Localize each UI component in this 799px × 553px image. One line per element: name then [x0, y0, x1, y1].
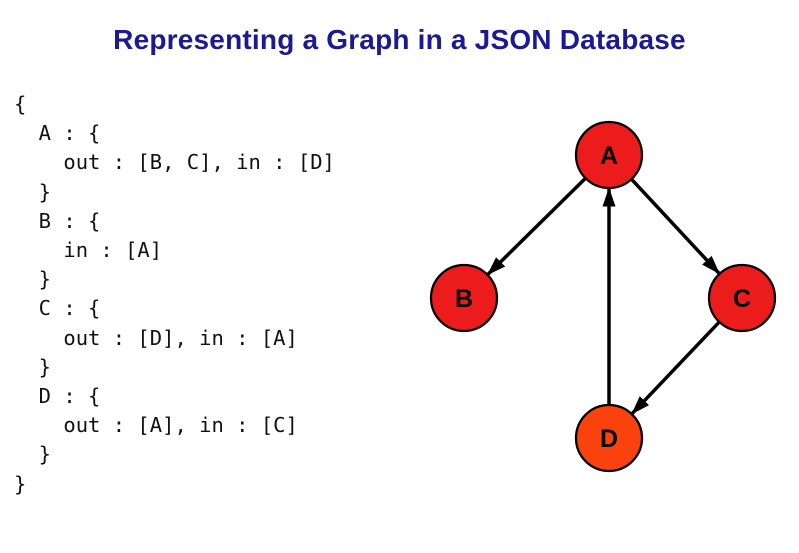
graph-node-A: A	[574, 120, 644, 190]
node-label-C: C	[733, 285, 751, 313]
node-label-B: B	[455, 285, 473, 313]
node-circle-D	[574, 403, 644, 473]
json-code-block: { A : { out : [B, C], in : [D] } B : { i…	[14, 92, 335, 496]
graph-node-C: C	[707, 263, 777, 333]
node-circle-B	[429, 263, 499, 333]
edge-A-to-B	[486, 176, 587, 277]
node-label-D: D	[600, 425, 618, 453]
node-circle-C	[707, 263, 777, 333]
edge-A-to-C	[630, 178, 721, 275]
graph-node-D: D	[574, 403, 644, 473]
graph-node-B: B	[429, 263, 499, 333]
node-label-A: A	[600, 142, 618, 170]
node-circle-A	[574, 120, 644, 190]
edge-C-to-D	[630, 320, 721, 416]
page-title: Representing a Graph in a JSON Database	[113, 24, 686, 55]
